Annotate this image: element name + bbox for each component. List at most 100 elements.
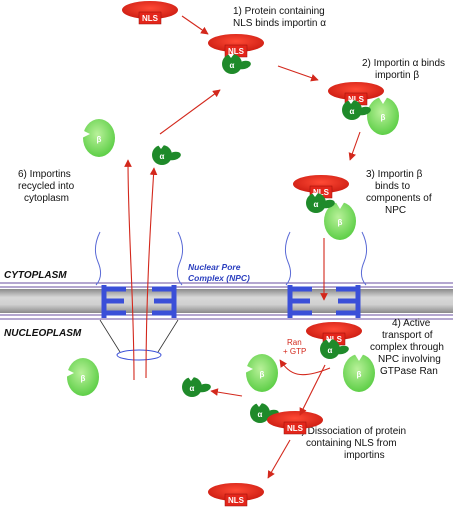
arrow-6 <box>159 89 221 135</box>
cytoplasm-label: CYTOPLASM <box>4 270 67 281</box>
nls-tag <box>283 421 307 435</box>
importin-alpha-label: α <box>230 61 235 70</box>
nls-tag-label: NLS <box>228 496 245 505</box>
importin-beta-label: β <box>97 135 102 144</box>
nucleus-importin-beta: β <box>245 354 278 392</box>
importin-beta-body <box>343 354 375 392</box>
importin-alpha-tail <box>357 106 371 116</box>
nls-protein-body <box>293 175 349 193</box>
arrows-layer <box>124 15 361 479</box>
step-2-importin-beta: β <box>367 96 399 135</box>
importin-beta-body <box>367 97 399 135</box>
importin-beta-notch <box>354 353 364 361</box>
importin-beta-label: β <box>357 370 362 379</box>
recycled-importin-beta: β <box>82 119 115 157</box>
step-2-text: 2) Importin α binds importin β <box>362 58 448 81</box>
nls-tag <box>138 11 162 25</box>
npc-left <box>94 231 184 361</box>
nls-tag-label: NLS <box>326 335 343 344</box>
importin-alpha-label: α <box>258 410 263 419</box>
nucleus-importin-alpha: α <box>250 403 279 423</box>
nls-protein-body <box>208 34 264 52</box>
importin-beta-label: β <box>381 113 386 122</box>
step-5-nls-protein: NLS <box>267 411 323 435</box>
released-nls-protein: NLS <box>208 483 264 507</box>
arrow-5a <box>299 364 326 416</box>
nls-tag <box>224 493 248 507</box>
importin-alpha-body <box>306 193 326 213</box>
importin-beta-notch <box>66 369 74 377</box>
importin-alpha-notch <box>188 377 194 381</box>
step-1-importin-alpha: α <box>222 54 251 74</box>
importin-alpha-notch <box>348 100 354 104</box>
importin-alpha-notch <box>256 403 262 407</box>
importin-beta-label: β <box>260 370 265 379</box>
importin-alpha-body <box>250 403 270 423</box>
importin-beta-body <box>83 119 115 157</box>
arrow-alpha-recycle <box>145 167 158 379</box>
importin-beta-label: β <box>81 374 86 383</box>
importin-beta-body <box>324 202 356 240</box>
nls-protein-body <box>208 483 264 501</box>
step-3-importin-alpha: α <box>306 193 335 213</box>
importin-alpha-tail <box>237 60 251 70</box>
exiting-importin-alpha: α <box>182 377 211 397</box>
importin-alpha-body <box>182 377 202 397</box>
nuclear-envelope <box>0 282 453 320</box>
step-1-nls-protein: NLS <box>208 34 264 58</box>
nls-tag-label: NLS <box>287 424 304 433</box>
step-3-text: 3) Importin β binds to components of NPC <box>366 169 434 216</box>
nls-tag-label: NLS <box>142 14 159 23</box>
arrow-to-exit <box>210 388 243 397</box>
step-4-importin-beta: β <box>343 353 375 392</box>
step-3-nls-protein: NLS <box>293 175 349 199</box>
importin-alpha-tail <box>321 199 335 209</box>
step-6-text: 6) Importins recycled into cytoplasm <box>18 169 77 204</box>
arrow-1 <box>181 15 209 35</box>
recycled-importin-alpha: α <box>152 145 181 165</box>
ran-gtp-label: Ran + GTP <box>283 338 306 356</box>
nls-protein-body <box>328 82 384 100</box>
importin-alpha-notch <box>312 193 318 197</box>
arrow-3 <box>348 131 361 161</box>
importin-alpha-body <box>320 339 340 359</box>
importin-alpha-label: α <box>314 200 319 209</box>
importin-alpha-label: α <box>160 152 165 161</box>
nls-tag-label: NLS <box>348 95 365 104</box>
nls-protein-body <box>267 411 323 429</box>
importin-beta-label: β <box>338 218 343 227</box>
step-1-text: 1) Protein containing NLS binds importin… <box>233 6 328 29</box>
nucleoplasm-label: NUCLEOPLASM <box>4 328 82 339</box>
importin-beta-body <box>246 354 278 392</box>
importin-alpha-notch <box>228 54 234 58</box>
importin-alpha-tail <box>167 151 181 161</box>
importin-beta-notch <box>378 96 388 104</box>
nls-protein-body <box>306 322 362 340</box>
importin-alpha-body <box>342 100 362 120</box>
importin-alpha-body <box>152 145 172 165</box>
importin-beta-notch <box>335 201 345 209</box>
step-3-importin-beta: β <box>324 201 356 240</box>
importin-beta-notch <box>82 130 90 138</box>
npc-right <box>284 231 368 318</box>
importin-alpha-label: α <box>350 107 355 116</box>
nls-tag-label: NLS <box>228 47 245 56</box>
importin-alpha-body <box>222 54 242 74</box>
importin-alpha-tail <box>335 345 349 355</box>
step-4-importin-alpha: α <box>320 339 349 359</box>
importin-alpha-notch <box>326 339 332 343</box>
importin-alpha-label: α <box>328 346 333 355</box>
arrow-2 <box>277 65 319 82</box>
nls-protein-body <box>122 1 178 19</box>
importin-beta-notch <box>245 365 253 373</box>
importin-alpha-tail <box>197 383 211 393</box>
step-4-text: 4) Active transport of complex through N… <box>370 318 447 377</box>
arrow-5b <box>267 439 291 479</box>
step-2-importin-alpha: α <box>342 100 371 120</box>
arrow-beta-recycle <box>124 159 135 381</box>
arrow-ran <box>279 359 331 376</box>
step-5-text: 5) Dissociation of protein containing NL… <box>296 426 409 461</box>
